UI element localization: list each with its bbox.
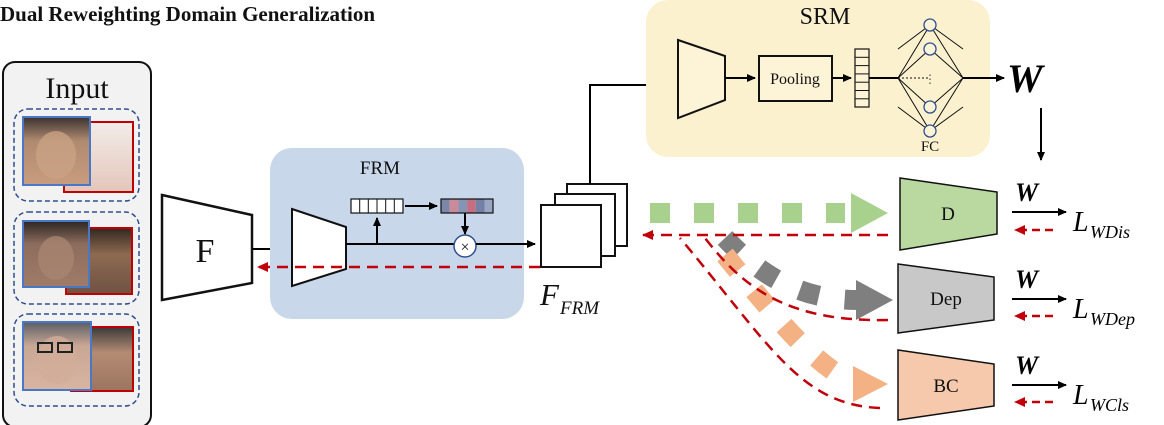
loss-bc-subscript: WCls	[1090, 395, 1129, 415]
input-label: Input	[45, 72, 109, 105]
head-bc: BC	[897, 349, 995, 421]
pooling-block	[758, 55, 833, 102]
face-pair-3	[13, 313, 140, 407]
loss-d-subscript: WDis	[1090, 222, 1130, 242]
loss-bc-symbol: L	[1072, 380, 1089, 411]
loss-d-weight: W	[1015, 178, 1040, 207]
srm-output-weight: W	[1007, 56, 1045, 101]
head-dep: Dep	[897, 263, 995, 334]
face-pair-2	[13, 211, 140, 305]
head-d: D	[899, 177, 998, 251]
multiply-node	[453, 234, 477, 258]
srm-label: SRM	[800, 4, 851, 30]
loss-dep-weight: W	[1015, 265, 1040, 294]
arrow-to-srm	[589, 81, 669, 184]
head-dep-label: Dep	[930, 289, 962, 310]
srm-feature-vector	[854, 48, 870, 108]
branch-arrow-bc	[717, 248, 888, 402]
branch-arrow-dep	[717, 231, 893, 320]
feature-map-stack	[540, 183, 628, 268]
srm-encoder	[677, 38, 726, 120]
loss-bc-weight: W	[1015, 351, 1040, 380]
frm-label: FRM	[360, 158, 400, 179]
face-pair-1	[13, 108, 140, 202]
fc-node	[923, 100, 937, 114]
frm-attention-vector	[350, 198, 404, 214]
head-d-label: D	[941, 204, 955, 225]
feature-output-subscript: FRM	[559, 298, 600, 319]
head-bc-label: BC	[933, 376, 958, 397]
pooling-label: Pooling	[770, 71, 820, 88]
fc-node	[923, 42, 937, 56]
fc-node	[923, 124, 937, 138]
loss-d-symbol: L	[1072, 207, 1089, 238]
loss-dep-symbol: L	[1072, 294, 1089, 325]
frm-module: FRM ×	[270, 148, 536, 319]
fc-label: FC	[921, 139, 939, 155]
backprop-branch-arrows	[642, 230, 889, 410]
multiply-symbol: ×	[460, 239, 469, 256]
fc-network	[897, 24, 964, 132]
feature-output-label: F	[539, 277, 560, 312]
loss-d: W L WDis	[1012, 178, 1130, 242]
svg-text:⋮: ⋮	[924, 72, 936, 86]
srm-module: SRM Pooling	[646, 0, 990, 157]
feature-extractor-label: F	[196, 233, 215, 270]
loss-bc: W L WCls	[1012, 351, 1129, 415]
fc-node	[923, 18, 937, 32]
loss-dep: W L WDep	[1012, 265, 1135, 329]
loss-dep-subscript: WDep	[1090, 309, 1135, 329]
frm-weight-vector	[440, 198, 494, 214]
branch-arrow-d	[650, 193, 888, 233]
feature-extractor: F	[160, 193, 254, 302]
input-panel: Input	[2, 61, 152, 425]
diagram-title: Dual Reweighting Domain Generalization	[0, 2, 376, 26]
